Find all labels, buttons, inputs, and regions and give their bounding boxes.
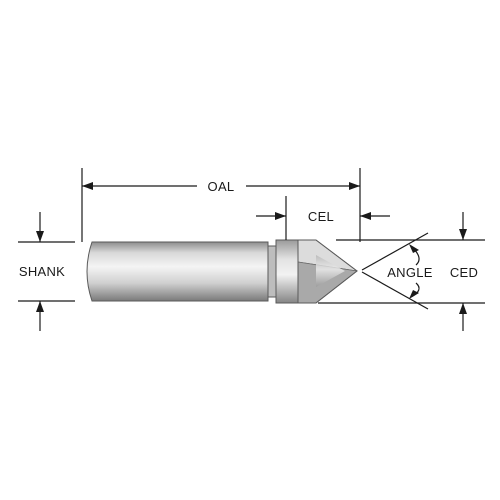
cel-label: CEL (308, 209, 334, 224)
cel-dimension: CEL (256, 196, 390, 240)
ced-dimension: CED (318, 212, 485, 331)
shank-dimension: SHANK (18, 212, 75, 331)
angle-label: ANGLE (387, 265, 433, 280)
oal-label: OAL (208, 179, 235, 194)
v-point-shade (316, 255, 345, 287)
shank-label: SHANK (19, 264, 65, 279)
shank-neck (267, 245, 277, 298)
angle-dimension: ANGLE (361, 232, 433, 310)
router-bit (86, 239, 358, 304)
shank-body (86, 241, 269, 302)
cutting-head (275, 239, 299, 304)
oal-dimension: OAL (81, 168, 361, 242)
ced-label: CED (450, 265, 478, 280)
v-point (297, 239, 358, 304)
